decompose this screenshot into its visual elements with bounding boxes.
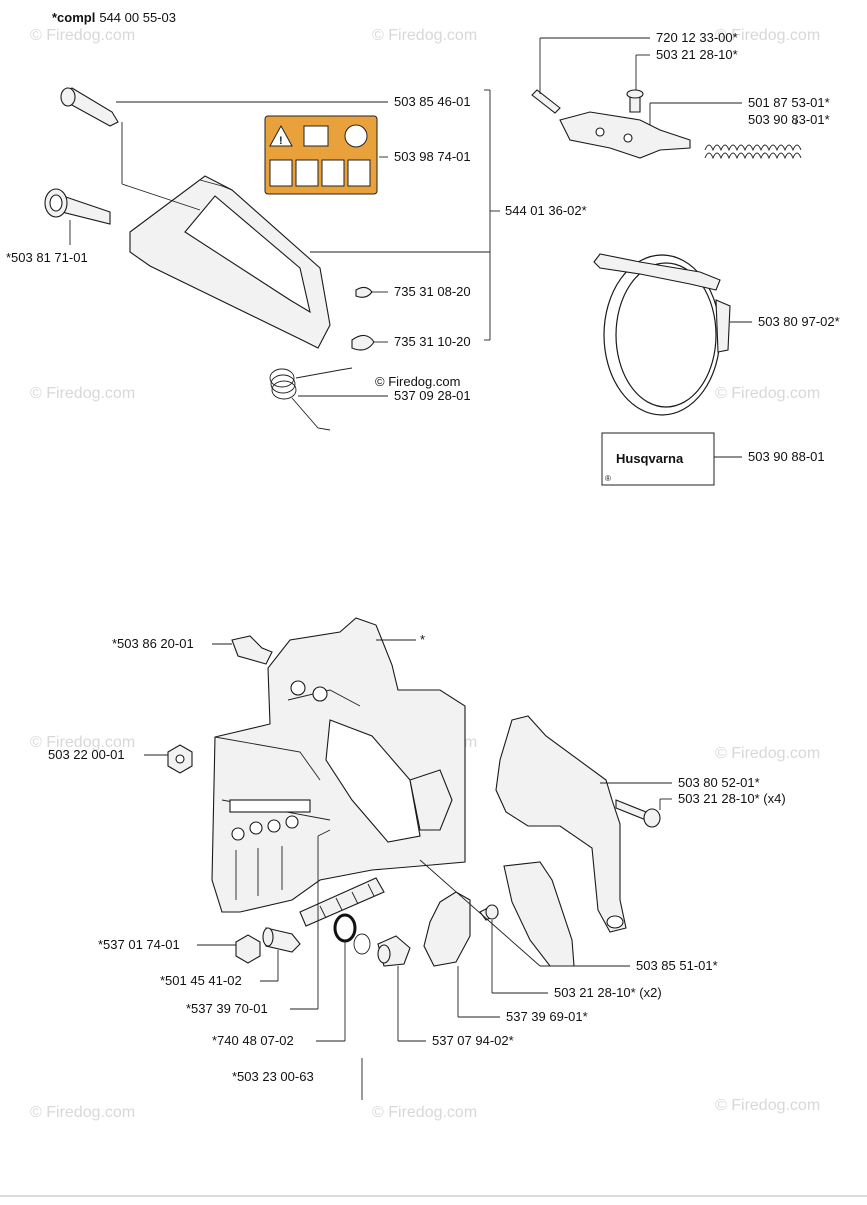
label-part: 503 80 52-01* <box>678 775 760 790</box>
bottom-leader-lines <box>144 639 672 1100</box>
watermark-text: © Firedog.com <box>30 734 135 751</box>
part-brake-band <box>593 253 731 416</box>
watermark-text: © Firedog.com <box>715 1097 820 1114</box>
label-part: 735 31 08-20 <box>394 284 471 299</box>
part-bolt <box>44 188 111 225</box>
label-part: 501 87 53-01* <box>748 95 830 110</box>
label-part: 537 39 69-01* <box>506 1009 588 1024</box>
label-part: *537 39 70-01 <box>186 1001 268 1016</box>
label-part: 503 21 28-10* <box>656 47 738 62</box>
label-part: * <box>420 632 425 647</box>
label-part: 503 90 88-01 <box>748 449 825 464</box>
part-screw-top <box>626 89 644 113</box>
label-part: 503 21 28-10* (x4) <box>678 791 786 806</box>
inline-watermark: © Firedog.com <box>375 374 460 389</box>
part-o-ring <box>333 913 357 943</box>
label-part: 544 01 36-02* <box>505 203 587 218</box>
watermarks: © Firedog.com © Firedog.com © Firedog.co… <box>30 27 820 1121</box>
label-part: *503 23 00-63 <box>232 1069 314 1084</box>
part-clip-large <box>351 334 375 351</box>
label-part: 503 98 74-01 <box>394 149 471 164</box>
label-part: 503 22 00-01 <box>48 747 125 762</box>
part-tension-bolt <box>299 877 385 927</box>
label-part: 503 85 51-01* <box>636 958 718 973</box>
husqvarna-decal: Husqvarna ® <box>601 432 715 486</box>
watermark-text: © Firedog.com <box>372 27 477 44</box>
part-nut <box>167 744 193 774</box>
label-part: 537 07 94-02* <box>432 1033 514 1048</box>
part-bracket <box>231 635 273 665</box>
label-part: *503 86 20-01 <box>112 636 194 651</box>
part-spring <box>269 367 353 431</box>
label-part: 537 09 28-01 <box>394 388 471 403</box>
label-part: *503 81 71-01 <box>6 250 88 265</box>
label-part: 503 80 97-02* <box>758 314 840 329</box>
watermark-text: © Firedog.com <box>30 385 135 402</box>
label-part: 735 31 10-20 <box>394 334 471 349</box>
label-part: *537 01 74-01 <box>98 937 180 952</box>
watermark-text: © Firedog.com <box>715 745 820 762</box>
part-screw-x4 <box>615 799 661 828</box>
part-rod <box>531 89 561 114</box>
part-clip-small <box>355 286 373 298</box>
part-adjuster <box>377 935 411 967</box>
part-front-hand-guard <box>129 175 331 349</box>
compl-number: 544 00 55-03 <box>99 10 176 25</box>
part-main-housing <box>211 617 466 913</box>
part-spring-coil <box>704 144 802 160</box>
label-part: *740 48 07-02 <box>212 1033 294 1048</box>
svg-text:!: ! <box>279 135 283 147</box>
part-pin <box>60 87 119 127</box>
top-leader-lines <box>69 37 797 458</box>
warning-decal: ! <box>264 115 378 195</box>
label-part: 720 12 33-00* <box>656 30 738 45</box>
svg-text:®: ® <box>605 474 611 483</box>
compl-prefix: *compl <box>52 10 95 25</box>
husqvarna-logo-text: Husqvarna <box>616 451 684 466</box>
part-guide-plate <box>503 861 575 967</box>
part-clutch-cover <box>495 715 627 933</box>
watermark-text: © Firedog.com <box>30 27 135 44</box>
label-part: 503 85 46-01 <box>394 94 471 109</box>
watermark-text: © Firedog.com <box>30 1104 135 1121</box>
part-clip-ring <box>353 933 371 955</box>
watermark-text: © Firedog.com <box>715 27 820 44</box>
watermark-text: © Firedog.com <box>715 385 820 402</box>
part-sleeve <box>262 927 301 953</box>
watermark-text: © Firedog.com <box>372 1104 477 1121</box>
part-screw-x2 <box>479 904 499 921</box>
compl-header: *compl 544 00 55-03 <box>52 10 176 25</box>
part-hex-nut <box>235 934 261 964</box>
label-part: 503 90 83-01* <box>748 112 830 127</box>
label-part: 503 21 28-10* (x2) <box>554 985 662 1000</box>
label-part: *501 45 41-02 <box>160 973 242 988</box>
part-brake-lever <box>559 111 691 159</box>
part-tensioner-block <box>423 891 471 967</box>
